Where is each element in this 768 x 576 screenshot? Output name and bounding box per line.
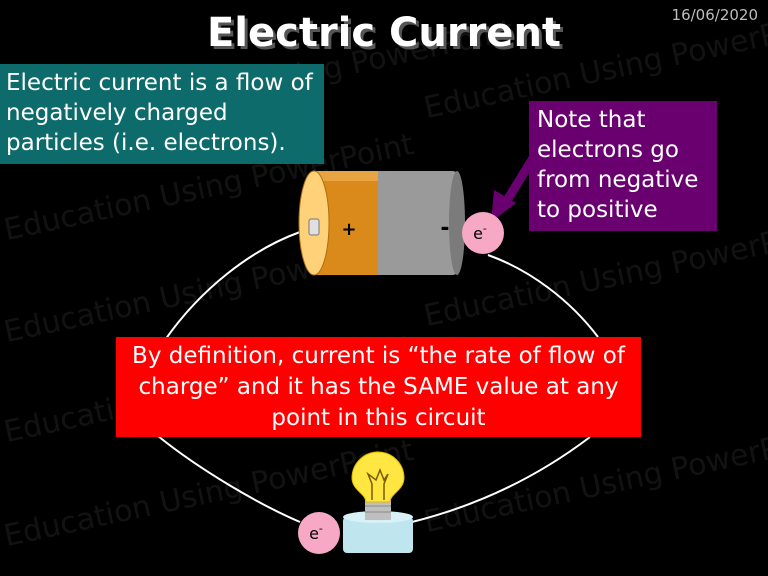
wire-right-bottom xyxy=(411,436,591,523)
battery-end-cap xyxy=(449,171,465,275)
bulb-holder xyxy=(343,517,413,553)
wire-right-top xyxy=(487,254,599,338)
wire-left-bottom xyxy=(157,435,301,523)
electron-circle xyxy=(462,212,504,254)
electron-top: e- xyxy=(462,212,504,254)
bulb-filament xyxy=(366,467,389,500)
slide-title: Electric Current xyxy=(206,10,562,56)
bulb-base xyxy=(365,500,391,520)
battery-negative-body xyxy=(355,171,460,275)
wire-left-top xyxy=(164,231,301,341)
battery-plus-label: + xyxy=(341,219,356,240)
arrow-head xyxy=(491,190,516,222)
info-text-box: Electric current is a flow of negatively… xyxy=(0,64,324,164)
electron-label: e- xyxy=(473,222,487,243)
electron-label: e- xyxy=(309,522,323,543)
battery-minus-label: - xyxy=(440,216,449,241)
slide-date: 16/06/2020 xyxy=(671,6,758,24)
bulb xyxy=(343,451,413,553)
battery: + - xyxy=(298,170,465,276)
electron-bottom: e- xyxy=(298,512,340,554)
definition-text-box: By definition, current is “the rate of f… xyxy=(116,337,641,437)
electron-circle xyxy=(298,512,340,554)
battery-terminal xyxy=(308,218,320,236)
battery-highlight xyxy=(312,171,378,181)
note-text-box: Note that electrons go from negative to … xyxy=(529,101,717,231)
